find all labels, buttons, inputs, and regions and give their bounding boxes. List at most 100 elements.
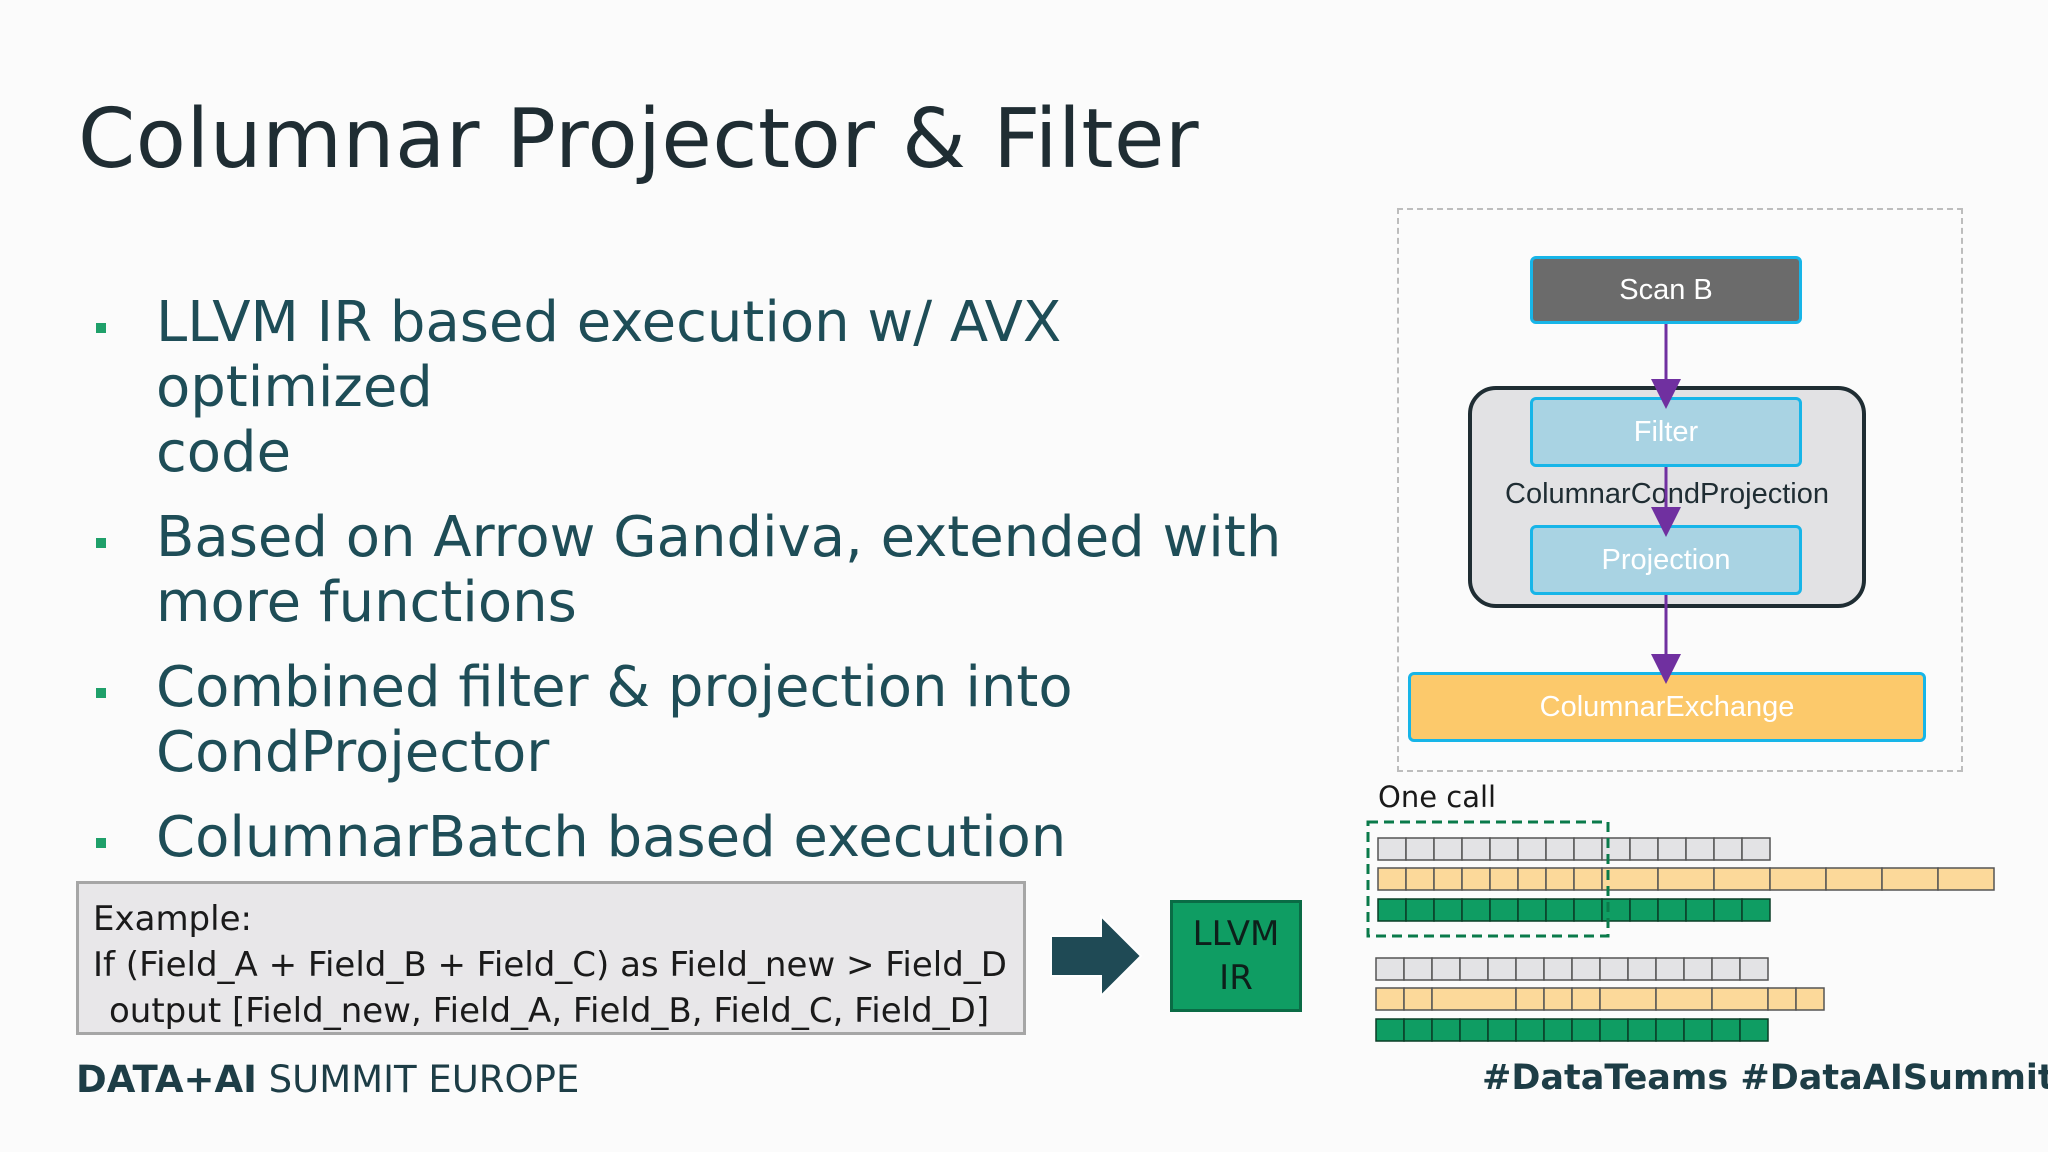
example-box: Example: If (Field_A + Field_B + Field_C…	[76, 881, 1026, 1035]
bullet-marker	[96, 688, 106, 698]
example-expression: If (Field_A + Field_B + Field_C) as Fiel…	[93, 945, 1007, 985]
batch-cell-green	[1545, 898, 1575, 922]
batch-cell-green	[1515, 1018, 1545, 1042]
batch-cell-gray	[1655, 957, 1685, 981]
batch-cell-gray	[1487, 957, 1517, 981]
batch-cell-gray	[1403, 957, 1433, 981]
bullet-item: ColumnarBatch based execution	[92, 805, 1342, 870]
batch-cell-orange	[1515, 987, 1545, 1011]
batch-cell-orange	[1601, 867, 1659, 891]
batch-cell-orange	[1545, 867, 1575, 891]
ir-label: IR	[1219, 958, 1253, 998]
bullet-line: LLVM IR based execution w/ AVX optimized	[156, 290, 1062, 420]
batch-cell-green	[1685, 898, 1715, 922]
slide-title: Columnar Projector & Filter	[78, 92, 1200, 187]
llvm-ir-box: LLVM IR	[1170, 900, 1302, 1012]
bullet-line: Based on Arrow Gandiva, extended with	[156, 505, 1282, 570]
batch-cell-green	[1739, 1018, 1769, 1042]
batch-cell-orange	[1937, 867, 1995, 891]
batch-cell-gray	[1459, 957, 1489, 981]
cond-projection-label: ColumnarCondProjection	[1505, 478, 1829, 510]
projection-node: Projection	[1530, 525, 1802, 595]
batch-cell-orange	[1795, 987, 1825, 1011]
batch-cell-orange	[1825, 867, 1883, 891]
bullet-marker	[96, 538, 106, 548]
batch-cell-gray	[1741, 837, 1771, 861]
batch-cell-gray	[1375, 957, 1405, 981]
bullet-line: more functions	[156, 570, 577, 635]
example-heading: Example:	[93, 899, 252, 939]
diagram-frame	[1397, 208, 1963, 772]
batch-cell-green	[1657, 898, 1687, 922]
batch-cell-gray	[1517, 837, 1547, 861]
batch-cell-gray	[1599, 957, 1629, 981]
batch-cell-green	[1489, 898, 1519, 922]
batch-cell-orange	[1375, 987, 1405, 1011]
batch-cell-green	[1377, 898, 1407, 922]
bullet-item: Based on Arrow Gandiva, extended with mo…	[92, 505, 1342, 635]
footer-brand-rest: SUMMIT EUROPE	[256, 1058, 580, 1101]
batch-cell-green	[1711, 1018, 1741, 1042]
exchange-node: ColumnarExchange	[1408, 672, 1926, 742]
llvm-label: LLVM	[1192, 914, 1280, 954]
batch-cell-gray	[1739, 957, 1769, 981]
batch-cell-gray	[1601, 837, 1631, 861]
batch-cell-gray	[1629, 837, 1659, 861]
bullet-list: LLVM IR based execution w/ AVX optimized…	[92, 290, 1342, 890]
bullet-line: code	[156, 420, 292, 485]
batch-cell-orange	[1489, 867, 1519, 891]
batch-cell-green	[1627, 1018, 1657, 1042]
footer-hashtags: #DataTeams #DataAISummit	[1482, 1058, 2048, 1098]
batch-cell-gray	[1571, 957, 1601, 981]
one-call-selection	[1366, 820, 1610, 938]
one-call-label: One call	[1378, 780, 1497, 814]
batch-cell-orange	[1377, 867, 1407, 891]
bullet-item: LLVM IR based execution w/ AVX optimized…	[92, 290, 1342, 485]
footer-brand: DATA+AI SUMMIT EUROPE	[76, 1058, 579, 1101]
batch-cell-green	[1459, 1018, 1489, 1042]
batch-cell-orange	[1431, 987, 1517, 1011]
batch-cell-green	[1741, 898, 1771, 922]
batch-cell-green	[1573, 898, 1603, 922]
batch-cell-green	[1375, 1018, 1405, 1042]
bullet-line: ColumnarBatch based execution	[156, 805, 1067, 870]
batch-cell-orange	[1573, 867, 1603, 891]
batch-cell-green	[1487, 1018, 1517, 1042]
batch-cell-green	[1655, 1018, 1685, 1042]
batch-cell-green	[1683, 1018, 1713, 1042]
batch-cell-orange	[1655, 987, 1713, 1011]
right-arrow-icon	[1050, 913, 1143, 999]
batch-cell-gray	[1405, 837, 1435, 861]
batch-cell-gray	[1489, 837, 1519, 861]
batch-cell-gray	[1461, 837, 1491, 861]
batch-cell-green	[1433, 898, 1463, 922]
batch-cell-gray	[1377, 837, 1407, 861]
bullet-line: Combined filter & projection into	[156, 655, 1073, 720]
batch-cell-orange	[1543, 987, 1573, 1011]
bullet-marker	[96, 838, 106, 848]
batch-cell-gray	[1711, 957, 1741, 981]
batch-cell-green	[1601, 898, 1631, 922]
batch-cell-green	[1517, 898, 1547, 922]
bullet-item: Combined filter & projection into CondPr…	[92, 655, 1342, 785]
batch-cell-green	[1543, 1018, 1573, 1042]
batch-cell-orange	[1403, 987, 1433, 1011]
batch-cell-orange	[1769, 867, 1827, 891]
batch-cell-green	[1405, 898, 1435, 922]
batch-cell-gray	[1573, 837, 1603, 861]
batch-cell-gray	[1713, 837, 1743, 861]
batch-cell-green	[1713, 898, 1743, 922]
scan-node: Scan B	[1530, 256, 1802, 324]
batch-cell-gray	[1431, 957, 1461, 981]
example-output: output [Field_new, Field_A, Field_B, Fie…	[109, 991, 990, 1031]
batch-cell-orange	[1767, 987, 1797, 1011]
batch-cell-gray	[1657, 837, 1687, 861]
batch-cell-gray	[1683, 957, 1713, 981]
batch-cell-orange	[1571, 987, 1601, 1011]
batch-cell-gray	[1515, 957, 1545, 981]
batch-cell-gray	[1543, 957, 1573, 981]
filter-node: Filter	[1530, 397, 1802, 467]
bullet-marker	[96, 323, 106, 333]
batch-cell-green	[1571, 1018, 1601, 1042]
